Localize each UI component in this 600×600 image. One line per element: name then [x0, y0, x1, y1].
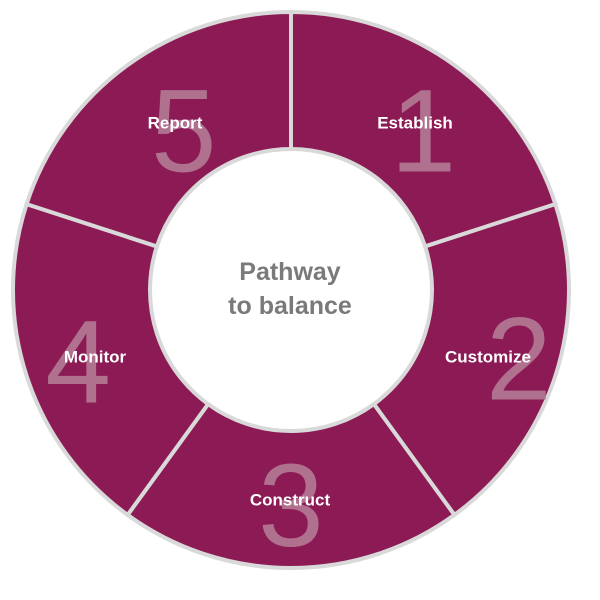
step-label-monitor: Monitor [64, 348, 127, 367]
segment-construct [124, 401, 458, 570]
step-label-establish: Establish [377, 114, 453, 133]
step-numbers: 12 3 45 [45, 66, 551, 572]
step-label-customize: Customize [445, 348, 531, 367]
step-label-construct: Construct [250, 491, 331, 510]
step-number-3: 3 [258, 440, 324, 572]
segment-monitor [11, 201, 211, 518]
wheel-segments [11, 9, 571, 570]
step-number-5: 5 [151, 66, 217, 198]
step-number-1: 1 [390, 66, 456, 198]
step-number-4: 4 [45, 296, 111, 428]
segment-customize [371, 201, 571, 518]
center-title-line1: Pathway [239, 258, 341, 286]
segment-establish [289, 9, 558, 249]
segment-report [24, 9, 293, 249]
center-title-line2: to balance [228, 292, 352, 320]
step-number-2: 2 [486, 293, 552, 425]
step-label-report: Report [148, 114, 203, 133]
